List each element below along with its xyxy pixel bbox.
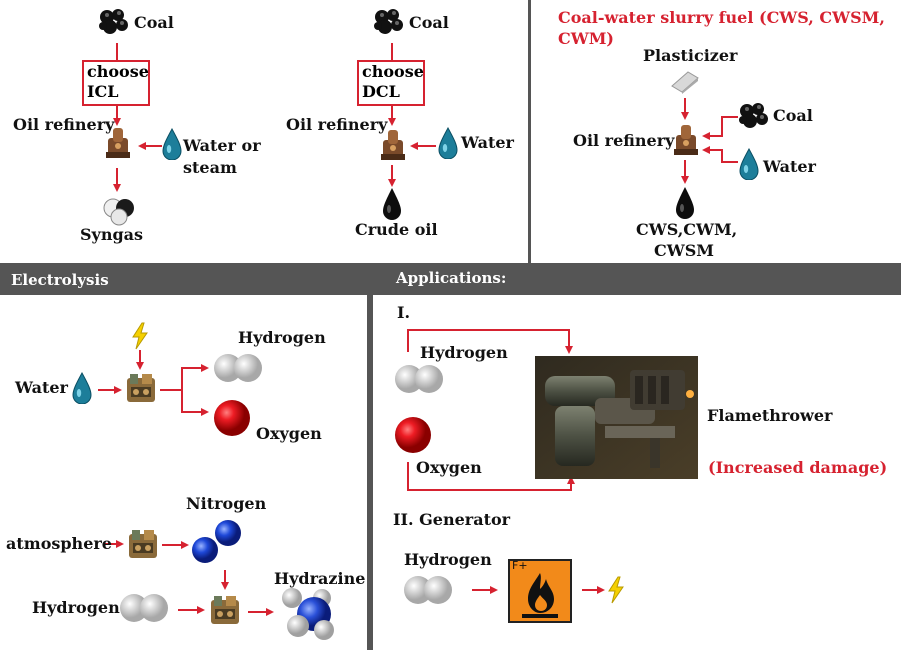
electrolysis-hydrazine-label: Hydrazine: [274, 569, 366, 588]
applications-section-1: I.: [397, 303, 411, 322]
hydrogen-molecule-icon: [393, 363, 447, 399]
cws-water-label: Water: [763, 157, 816, 176]
icl-refinery-label: Oil refinery: [13, 115, 115, 134]
electrolysis-atmosphere-label: atmosphere: [6, 534, 112, 553]
cws-title-line1: Coal-water slurry fuel (CWS, CWSM,: [558, 8, 885, 27]
electrolysis-water-label: Water: [15, 378, 68, 397]
dcl-crude-oil-label: Crude oil: [355, 220, 438, 239]
dcl-refinery-label: Oil refinery: [286, 115, 388, 134]
power-bolt-icon: [130, 322, 150, 354]
oxygen-sphere-icon: [212, 398, 252, 442]
top-divider: [528, 0, 531, 263]
nitrogen-molecule-icon: [188, 518, 246, 570]
hydrogen-molecule-icon: [212, 352, 266, 388]
crude-oil-icon: [382, 187, 402, 225]
hydrogen-molecule-icon: [402, 574, 456, 610]
coal-icon: [98, 8, 130, 40]
increased-damage-label: (Increased damage): [708, 458, 888, 477]
choose-dcl-box: choose DCL: [357, 60, 425, 106]
oxygen-sphere-icon: [393, 415, 433, 459]
electrolyser-icon: [124, 372, 158, 410]
electrolyser-icon: [208, 594, 242, 632]
water-drop-icon: [739, 147, 759, 184]
hazard-code-label: F+: [512, 559, 528, 572]
flamethrower-label: Flamethrower: [707, 406, 833, 425]
electrolysis-oxygen-label: Oxygen: [256, 424, 322, 443]
dcl-water-label: Water: [461, 133, 514, 152]
electrolysis-nitrogen-label: Nitrogen: [186, 494, 267, 513]
oil-refinery-icon: [379, 128, 407, 166]
cws-refinery-label: Oil refinery: [573, 131, 675, 150]
electrolyser-icon: [126, 528, 160, 566]
applications-hydrogen2-label: Hydrogen: [404, 550, 492, 569]
electrolysis-hydrogen-label: Hydrogen: [238, 328, 326, 347]
applications-hydrogen-label: Hydrogen: [420, 343, 508, 362]
flamethrower-image: [535, 356, 698, 479]
water-drop-icon: [72, 371, 92, 408]
bottom-divider: [367, 295, 373, 650]
syngas-icon: [102, 196, 136, 230]
cws-coal-label: Coal: [773, 106, 813, 125]
applications-oxygen-label: Oxygen: [416, 458, 482, 477]
water-drop-icon: [162, 127, 182, 164]
icl-syngas-label: Syngas: [80, 225, 144, 244]
choose-dcl-line2: DCL: [362, 82, 400, 101]
cws-title-line2: CWM): [558, 29, 614, 48]
hydrogen-molecule-icon: [118, 592, 172, 628]
choose-icl-line2: ICL: [87, 82, 119, 101]
applications-header: Applications:: [396, 269, 507, 287]
applications-section-2: II. Generator: [393, 510, 511, 529]
choose-dcl-line1: choose: [362, 62, 424, 81]
water-drop-icon: [438, 126, 458, 163]
dcl-coal-label: Coal: [409, 13, 449, 32]
plasticizer-icon: [670, 70, 700, 98]
cws-output-line2: CWSM: [654, 241, 714, 260]
fuel-drop-icon: [675, 186, 695, 224]
icl-water-label-1: Water or: [183, 136, 261, 155]
electrolysis-header: Electrolysis: [11, 271, 109, 289]
section-band: [0, 263, 901, 295]
cws-plasticizer-label: Plasticizer: [643, 46, 738, 65]
electrolysis-hydrogen2-label: Hydrogen: [32, 598, 120, 617]
coal-icon: [738, 102, 770, 134]
choose-icl-line1: choose: [87, 62, 149, 81]
oil-refinery-icon: [672, 123, 700, 161]
coal-icon: [373, 8, 405, 40]
power-bolt-icon: [606, 576, 626, 608]
choose-icl-box: choose ICL: [82, 60, 150, 106]
oil-refinery-icon: [104, 126, 132, 164]
icl-coal-label: Coal: [134, 13, 174, 32]
cws-output-line1: CWS,CWM,: [636, 220, 738, 239]
icl-water-label-2: steam: [183, 158, 237, 177]
flammable-hazard-icon: [508, 559, 572, 623]
hydrazine-molecule-icon: [278, 586, 340, 646]
